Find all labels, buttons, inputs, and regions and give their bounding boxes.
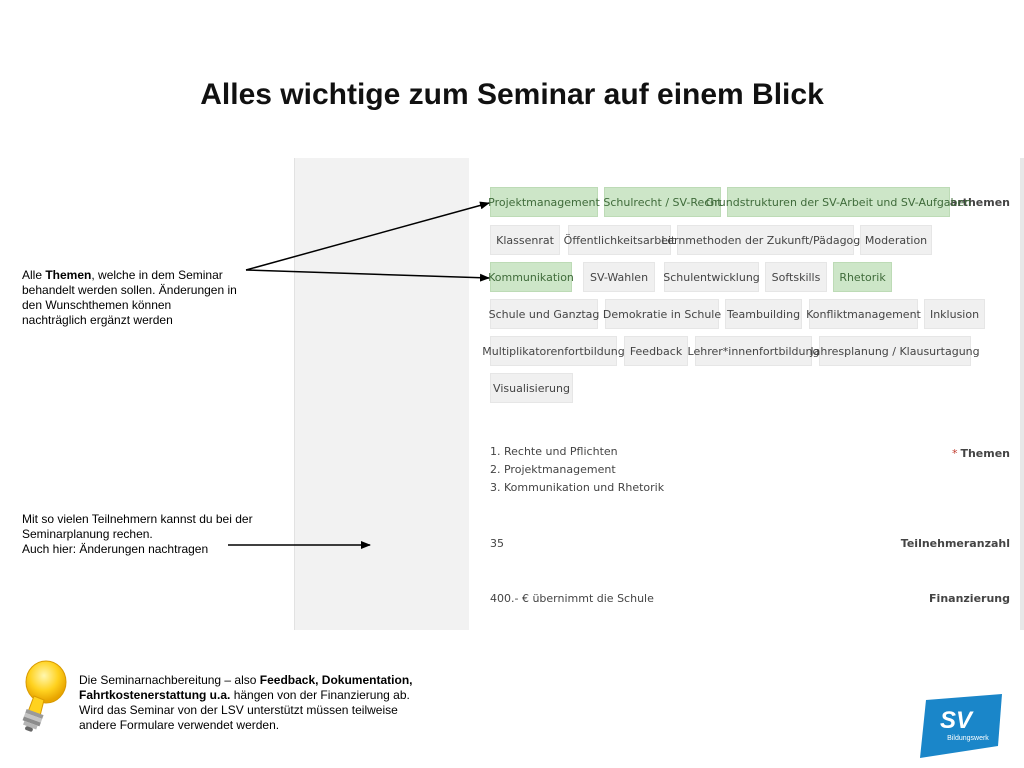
logo-text: SV	[940, 707, 974, 734]
topic-tag[interactable]: SV-Wahlen	[583, 262, 655, 292]
themes-label: *Themen	[951, 447, 1010, 460]
topic-tag[interactable]: Inklusion	[924, 299, 985, 329]
slide-title: Alles wichtige zum Seminar auf einem Bli…	[200, 78, 824, 111]
participants-annotation: Mit so vielen Teilnehmern kannst du bei …	[22, 512, 253, 556]
topic-tag[interactable]: Schulentwicklung	[663, 262, 760, 292]
theme-item: 1. Rechte und Pflichten	[490, 445, 618, 458]
topic-tag[interactable]: Grundstrukturen der SV-Arbeit und SV-Auf…	[706, 187, 971, 217]
topic-tag[interactable]: Teambuilding	[725, 299, 802, 329]
topic-tag[interactable]: Visualisierung	[490, 373, 573, 403]
topic-tag[interactable]: Demokratie in Schule	[603, 299, 721, 329]
topic-tag[interactable]: Multiplikatorenfortbildung	[482, 336, 625, 366]
theme-item: 3. Kommunikation und Rhetorik	[490, 481, 665, 494]
financing-value: 400.- € übernimmt die Schule	[490, 592, 654, 605]
themes-list: 1. Rechte und Pflichten 2. Projektmanage…	[490, 443, 664, 497]
topic-tag[interactable]: Feedback	[624, 336, 688, 366]
topic-tag[interactable]: Klassenrat	[490, 225, 560, 255]
theme-item: 2. Projektmanagement	[490, 463, 616, 476]
lightbulb-icon	[22, 660, 67, 732]
participants-value: 35	[490, 537, 504, 550]
topic-tag[interactable]: Moderation	[860, 225, 932, 255]
topic-tag[interactable]: Öffentlichkeitsarbeit	[564, 225, 675, 255]
topic-tag[interactable]: Projektmanagement	[488, 187, 600, 217]
form-right-edge	[1020, 158, 1024, 630]
sv-bildungswerk-logo: SV Bildungswerk	[920, 694, 1002, 758]
topic-tag[interactable]: Schulrecht / SV-Recht	[603, 187, 722, 217]
financing-label: Finanzierung	[929, 592, 1010, 605]
topic-tag[interactable]: Lernmethoden der Zukunft/Pädagogik	[661, 225, 870, 255]
logo-subtext: Bildungswerk	[947, 735, 989, 742]
themes-annotation: Alle Themen, welche in dem Seminar behan…	[22, 268, 237, 327]
participants-label: Teilnehmeranzahl	[900, 537, 1010, 550]
topic-tag[interactable]: Lehrer*innenfortbildung	[688, 336, 819, 366]
bottom-annotation: Die Seminarnachbereitung – also Feedback…	[79, 673, 413, 732]
required-marker: *	[951, 447, 958, 460]
topic-tag[interactable]: Kommunikation	[488, 262, 574, 292]
seminar-form-screenshot: *Seminarthemen ProjektmanagementSchulrec…	[294, 158, 1024, 630]
form-label-column	[294, 158, 469, 630]
topic-tag[interactable]: Konfliktmanagement	[806, 299, 921, 329]
topic-tag[interactable]: Jahresplanung / Klausurtagung	[810, 336, 980, 366]
topic-tag[interactable]: Rhetorik	[833, 262, 892, 292]
topic-tag[interactable]: Softskills	[765, 262, 827, 292]
topic-tag[interactable]: Schule und Ganztag	[489, 299, 599, 329]
